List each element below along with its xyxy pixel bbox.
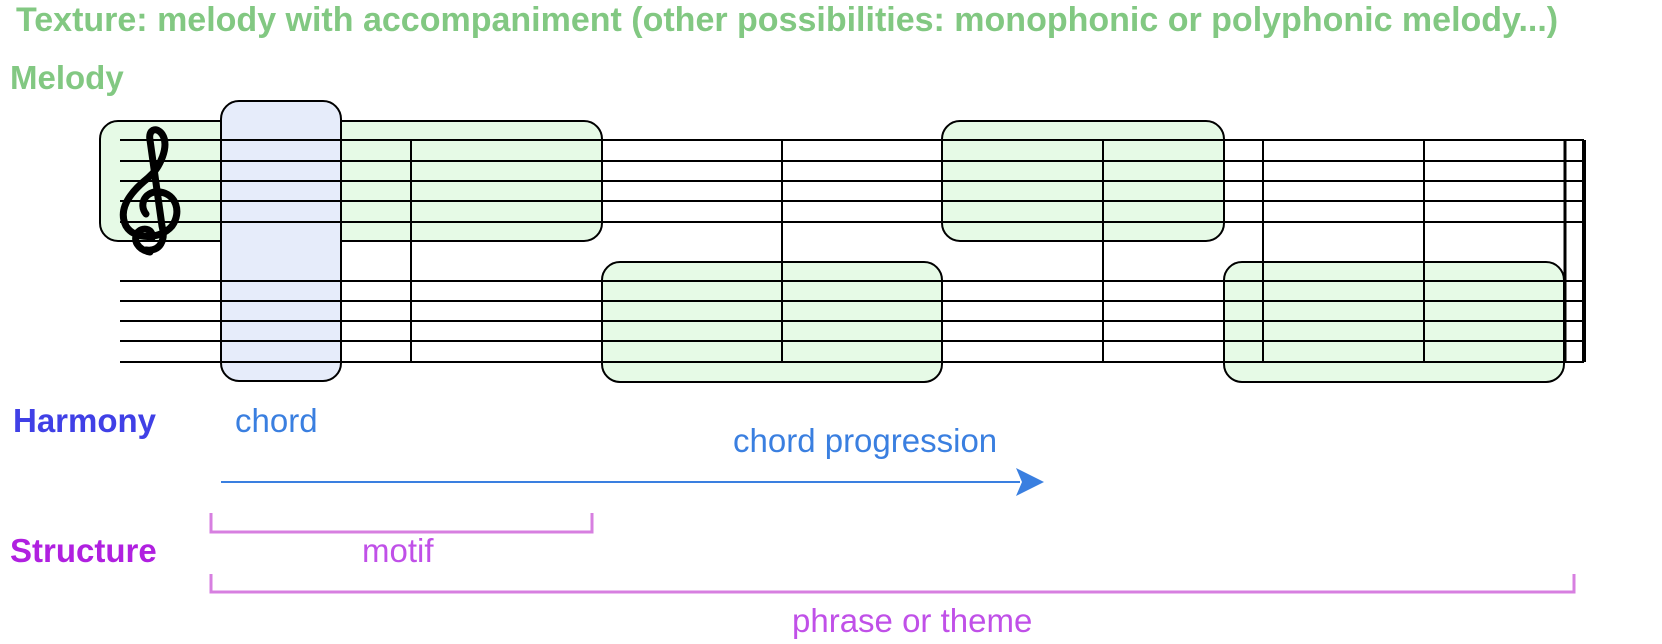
melody-label: Melody xyxy=(10,59,124,96)
phrase-label: phrase or theme xyxy=(792,602,1032,639)
final-barline xyxy=(1563,140,1586,362)
barlines xyxy=(410,140,1425,362)
bass-staff xyxy=(120,280,1584,363)
motif-bracket xyxy=(209,513,594,534)
chord-label: chord xyxy=(235,402,318,439)
structure-label: Structure xyxy=(10,532,157,569)
harmony-label: Harmony xyxy=(13,402,157,439)
chord-progression-label: chord progression xyxy=(733,422,997,459)
treble-clef-icon xyxy=(119,126,181,256)
chord-region xyxy=(220,100,342,382)
texture-title: Texture: melody with accompaniment (othe… xyxy=(16,1,1558,39)
phrase-bracket xyxy=(209,574,1576,594)
chord-progression-arrow xyxy=(221,468,1044,496)
treble-staff xyxy=(120,139,1584,223)
motif-label: motif xyxy=(362,532,434,569)
